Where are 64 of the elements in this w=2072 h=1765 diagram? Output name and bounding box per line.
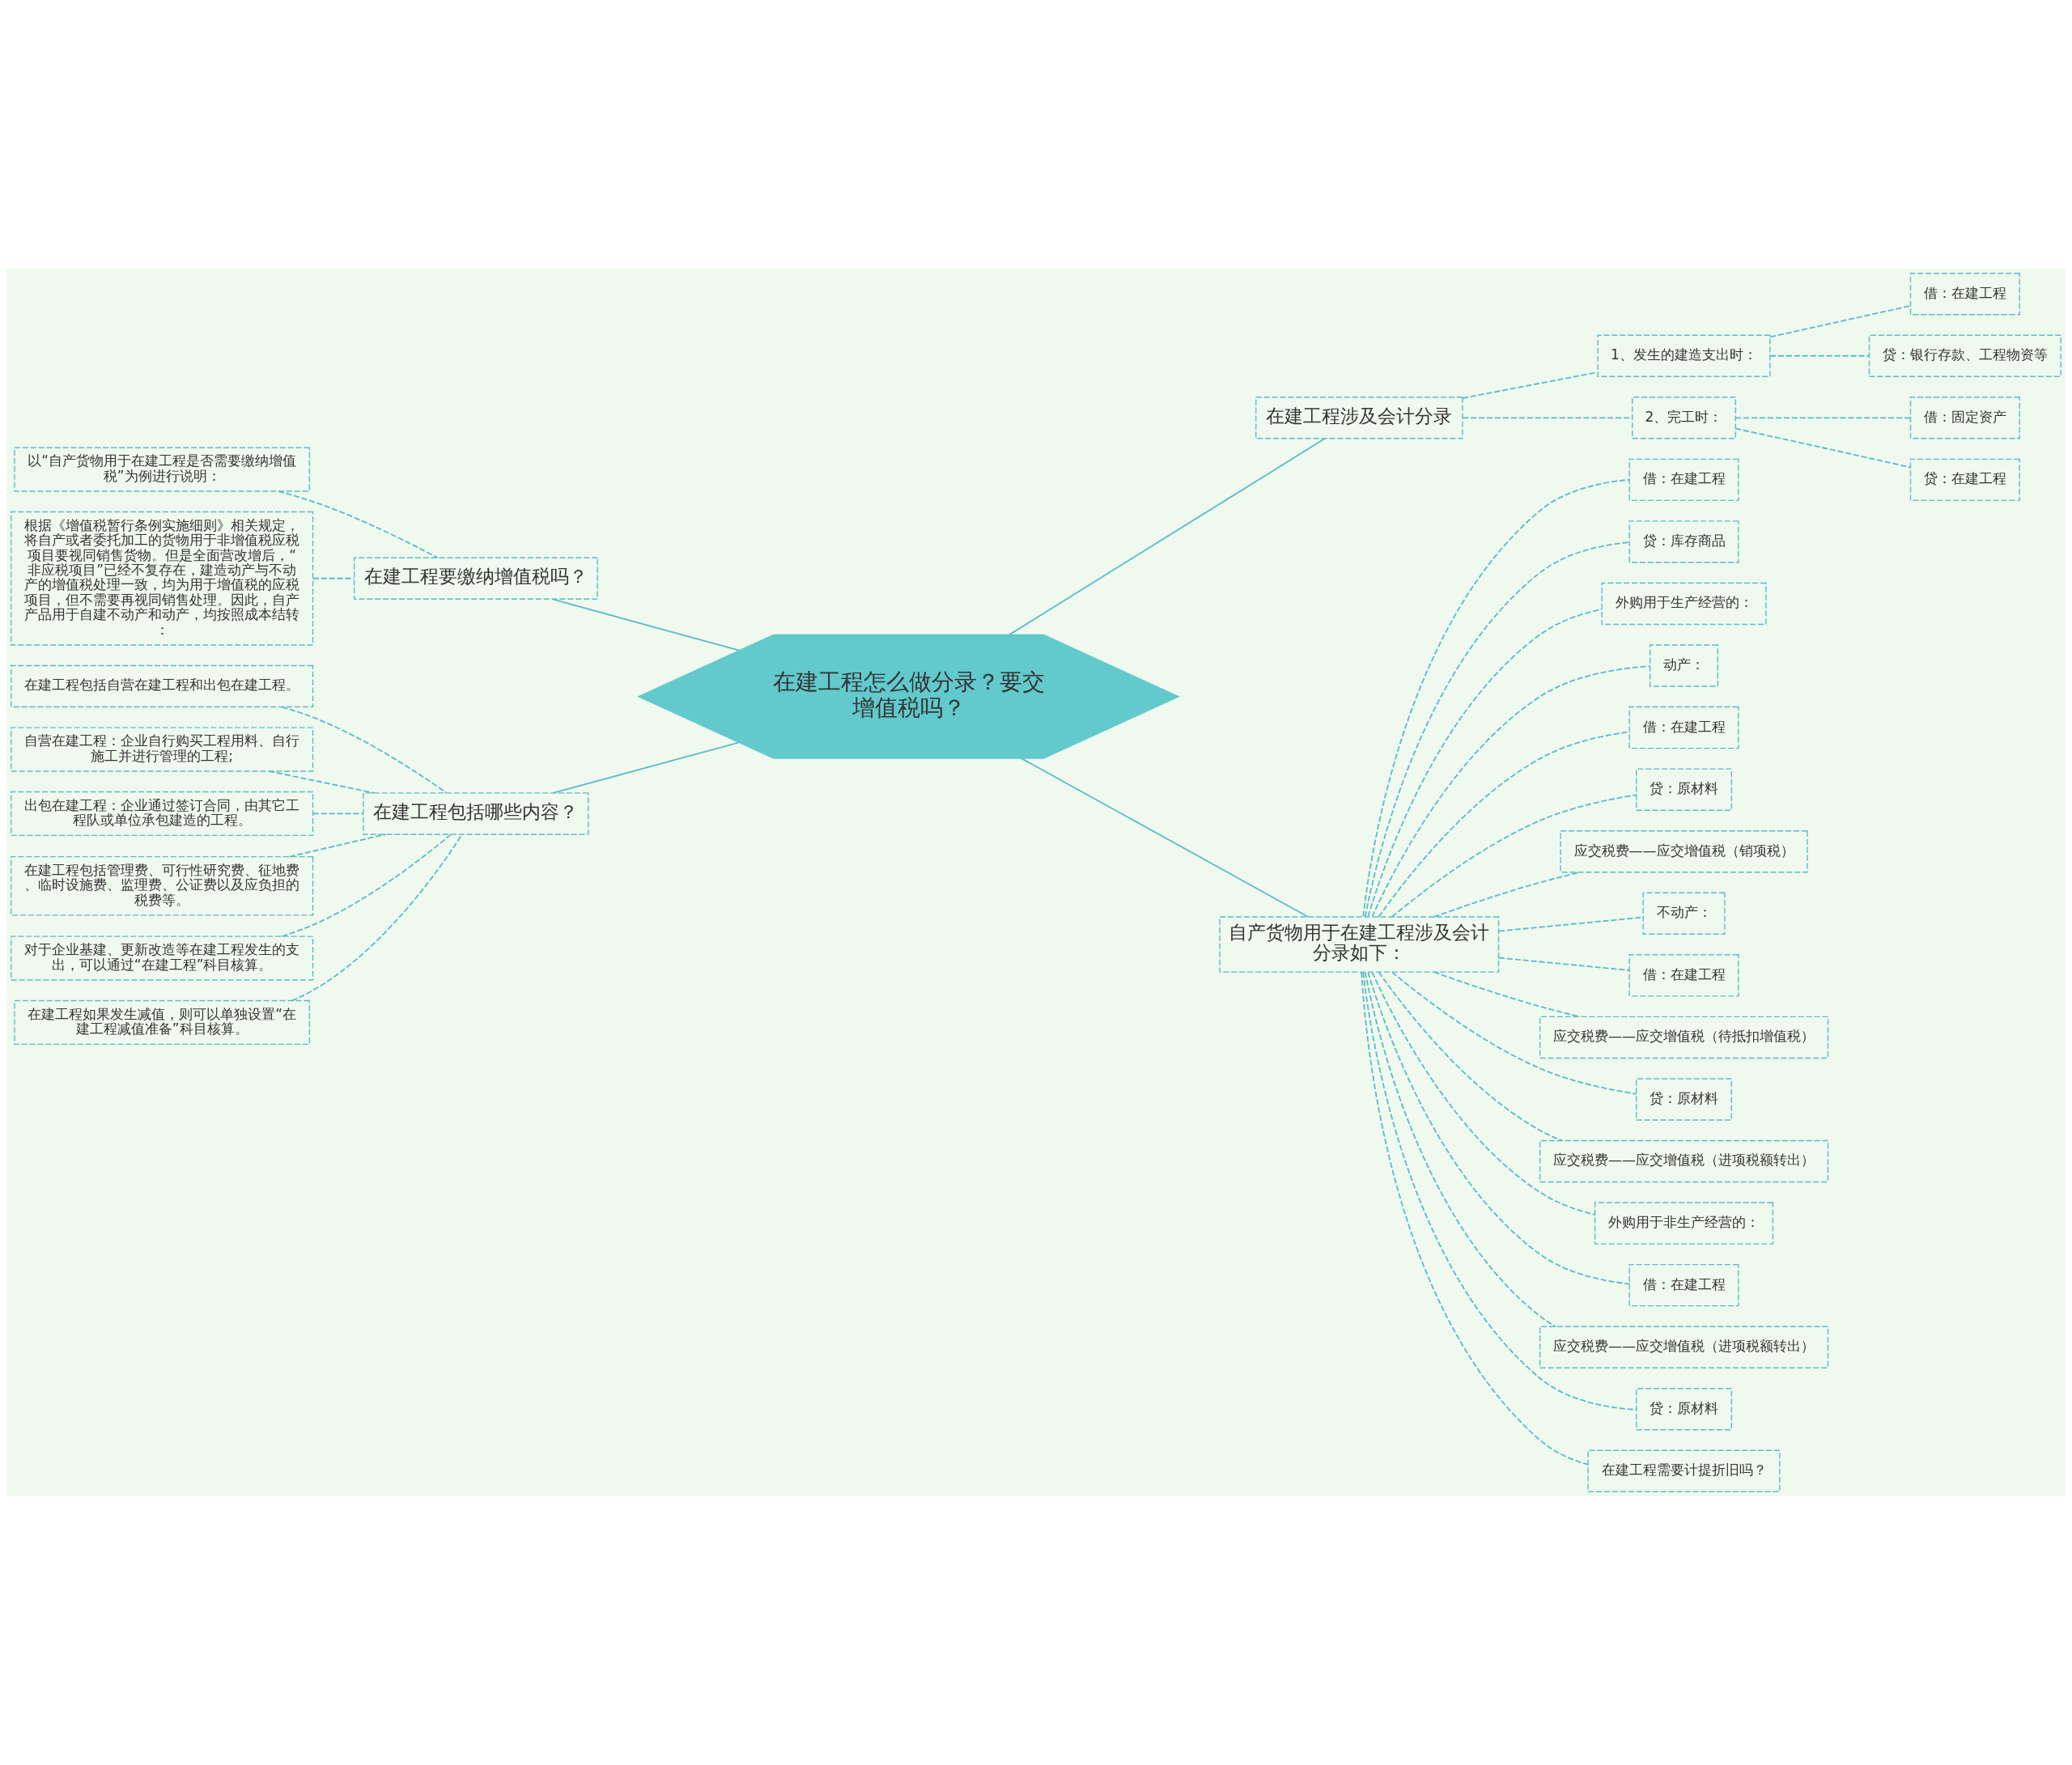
node-box: 对于企业基建、更新改造等在建工程发生的支出，可以通过“在建工程”科目核算。 <box>11 936 314 981</box>
node-box: 外购用于非生产经营的： <box>1594 1202 1774 1245</box>
node-box: 在建工程包括自营在建工程和出包在建工程。 <box>11 664 314 708</box>
connector <box>551 598 741 651</box>
node-box: 自营在建工程：企业自行购买工程用料、自行施工并进行管理的工程; <box>11 727 314 772</box>
node-box: 在建工程涉及会计分录 <box>1255 397 1463 439</box>
connector <box>1378 971 1563 1142</box>
connector <box>552 741 740 794</box>
node-box: 借：在建工程 <box>1628 458 1739 502</box>
node-box: 在建工程要缴纳增值税吗？ <box>353 557 598 600</box>
connector <box>1769 304 1912 338</box>
node-box: 2、完工时： <box>1632 397 1737 439</box>
node-box: 借：固定资产 <box>1909 397 2020 439</box>
node-box: 在建工程包括哪些内容？ <box>363 792 589 835</box>
connector <box>288 834 387 858</box>
connector <box>1433 971 1582 1018</box>
connector <box>1362 971 1637 1411</box>
connector <box>1364 971 1556 1327</box>
node-box: 贷：原材料 <box>1636 768 1733 811</box>
node-box: 在建工程需要计提折旧吗？ <box>1587 1449 1781 1493</box>
node-box: 贷：在建工程 <box>1909 458 2020 502</box>
connector <box>1391 971 1637 1095</box>
node-box: 自产货物用于在建工程涉及会计分录如下： <box>1219 916 1500 973</box>
connector <box>1734 417 1912 419</box>
node-box: 借：在建工程 <box>1909 272 2020 316</box>
node-box: 贷：原材料 <box>1636 1078 1733 1121</box>
node-box: 出包在建工程：企业通过签订合同，由其它工程队或单位承包建造的工程。 <box>11 791 314 837</box>
node-box: 贷：库存商品 <box>1628 520 1739 563</box>
connector <box>1769 354 1870 357</box>
connector <box>1391 794 1637 918</box>
connector <box>1367 971 1630 1285</box>
node-box: 应交税费——应交增值税（进项税额转出） <box>1539 1139 1829 1183</box>
node-box: 根据《增值税暂行条例实施细则》相关规定，将自产或者委托加工的货物用于非增值税应税项目要视同销售货物。但是全面营改增后，“非应税项目”已经不复存在，建造动产与不动产的增值税处理一致，均为用于增值税的应税项目，但不需要再视同销售处理。因此，自产产品用于自建不动产和动产，均按照成本结转： <box>11 511 314 646</box>
node-box: 在建工程如果发生减值，则可以单独设置“在建工程减值准备”科目核算。 <box>14 999 311 1046</box>
connector <box>1021 757 1310 918</box>
node-box: 应交税费——应交增值税（进项税额转出） <box>1539 1326 1829 1368</box>
node-box: 贷：银行存款、工程物资等 <box>1868 334 2061 377</box>
connector <box>1371 971 1596 1216</box>
node-box: 贷：原材料 <box>1636 1388 1733 1431</box>
connector <box>1462 371 1599 399</box>
connector <box>1361 971 1589 1466</box>
node-box: 以“自产货物用于在建工程是否需要缴纳增值税”为例进行说明： <box>14 447 311 492</box>
connector <box>1371 665 1651 918</box>
connector <box>1367 609 1603 918</box>
node-box: 在建工程包括管理费、可行性研究费、征地费、临时设施费、监理费、公证费以及应负担的税费等。 <box>11 855 314 916</box>
node-box: 动产： <box>1650 644 1719 687</box>
node-box: 外购用于生产经营的： <box>1601 582 1767 626</box>
connector <box>1433 871 1582 918</box>
connector <box>1734 427 1912 469</box>
connector <box>312 577 355 579</box>
connector <box>291 834 463 1002</box>
connector <box>1362 478 1631 918</box>
node-box: 应交税费——应交增值税（待抵扣增值税） <box>1539 1016 1829 1059</box>
node-box: 借：在建工程 <box>1628 706 1739 749</box>
node-box: 借：在建工程 <box>1628 1263 1739 1307</box>
node-box: 不动产： <box>1642 892 1726 935</box>
connector <box>1498 957 1630 971</box>
connector <box>1008 438 1326 636</box>
node-box: 1、发生的建造支出时： <box>1597 334 1771 377</box>
connector <box>312 812 364 815</box>
connector <box>1364 541 1630 918</box>
node-box: 应交税费——应交增值税（销项税） <box>1560 830 1808 873</box>
connector <box>268 770 376 794</box>
node-box: 借：在建工程 <box>1628 954 1739 997</box>
